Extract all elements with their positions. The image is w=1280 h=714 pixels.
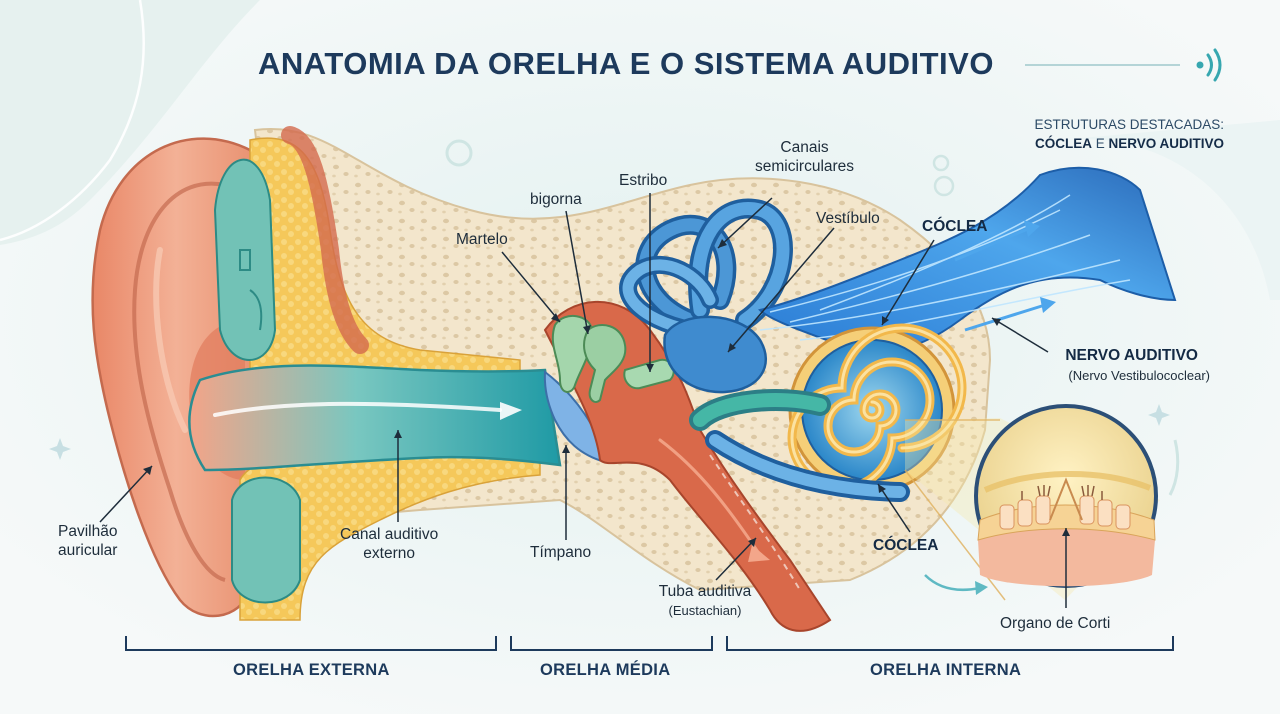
eardrum [543, 370, 607, 464]
cochlea [787, 323, 967, 494]
label-martelo: Martelo [456, 231, 508, 248]
label-pavilhao-line1: Pavilhão [58, 523, 118, 540]
label-canal-line1: Canal auditivo [340, 526, 439, 543]
page-title: ANATOMIA DA ORELHA E O SISTEMA AUDITIVO [258, 46, 994, 81]
label-tuba-auditiva: Tuba auditiva (Eustachian) [650, 582, 760, 620]
label-canais-line2: semicirculares [755, 158, 855, 175]
label-canais-line1: Canais [780, 139, 829, 156]
external-auditory-canal [188, 364, 562, 472]
label-canais-semicirculares: Canais semicirculares [755, 138, 854, 176]
highlight-heading: ESTRUTURAS DESTACADAS: [1034, 117, 1224, 132]
incus [583, 324, 627, 403]
cartilage-upper [213, 158, 277, 361]
label-vestibulo: Vestíbulo [816, 210, 880, 227]
label-estribo: Estribo [619, 172, 668, 189]
highlight-cochlea: CÓCLEA [1034, 136, 1092, 151]
section-orelha-interna: ORELHA INTERNA [870, 661, 1022, 679]
label-timpano: Tímpano [530, 544, 592, 561]
semicircular-canals [619, 198, 793, 339]
section-orelha-externa: ORELHA EXTERNA [233, 661, 390, 679]
label-pavilhao-auricular: Pavilhão auricular [58, 522, 117, 560]
label-tuba-line1: Tuba auditiva [658, 583, 752, 600]
label-canal-auditivo-externo: Canal auditivo externo [340, 525, 438, 563]
label-bigorna: bigorna [530, 191, 582, 208]
label-nervo-subtitle: (Nervo Vestibulococlear) [1068, 368, 1210, 383]
sparkle-icon [1148, 404, 1170, 426]
section-brackets [125, 636, 1174, 651]
highlight-nerve: NERVO AUDITIVO [1108, 136, 1224, 151]
middle-ear-cavity [543, 300, 832, 632]
highlighted-structures-note: ESTRUTURAS DESTACADAS: CÓCLEA E NERVO AU… [1034, 115, 1224, 153]
label-pavilhao-line2: auricular [58, 542, 118, 559]
label-canal-line2: externo [363, 545, 415, 562]
sound-wave-icon [1196, 48, 1222, 82]
vestibule [663, 315, 767, 394]
highlight-connector: E [1091, 136, 1109, 151]
section-orelha-media: ORELHA MÉDIA [540, 661, 671, 679]
label-tuba-line2: (Eustachian) [668, 603, 742, 618]
label-organo-de-corti: Organo de Corti [1000, 615, 1111, 632]
label-nervo-auditivo: NERVO AUDITIVO [1065, 347, 1198, 364]
sparkle-icon [49, 438, 71, 460]
label-coclea-bottom: CÓCLEA [873, 537, 939, 554]
label-coclea-top: CÓCLEA [922, 218, 988, 235]
leader-lines [99, 193, 1067, 608]
